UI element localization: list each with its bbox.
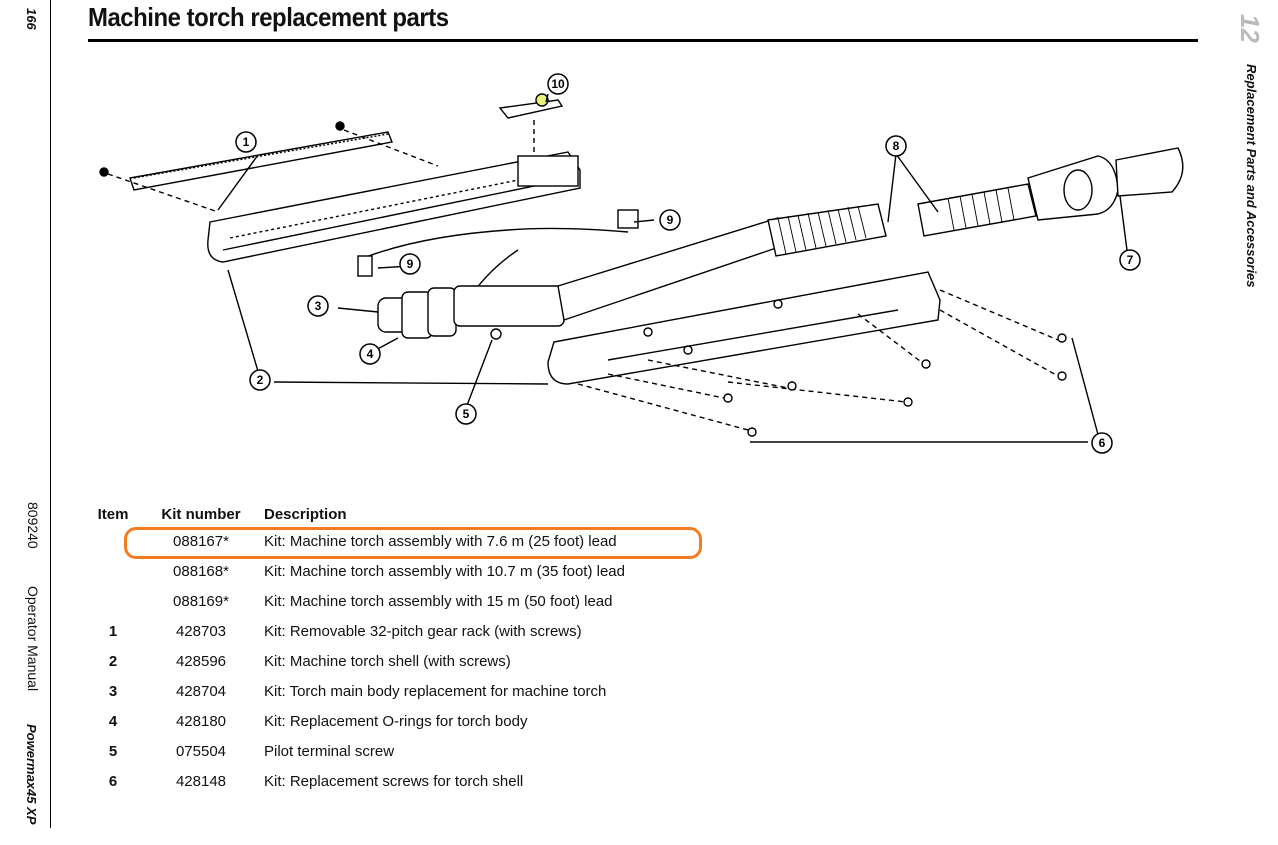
callout-5: 5 (455, 403, 477, 425)
callout-10: 10 (547, 73, 569, 95)
row-highlight-outline (124, 527, 702, 559)
row-description: Kit: Replacement screws for torch shell (264, 772, 524, 790)
torch-shell-outer-part (547, 271, 941, 385)
table-row: 5 075504 Pilot terminal screw (88, 736, 625, 766)
row-kit-number: 428180 (175, 712, 227, 730)
row-kit-number: 428703 (175, 622, 227, 640)
row-kit-number: 088167* (173, 532, 229, 550)
svg-text:3: 3 (315, 299, 322, 313)
row-item: 4 (108, 712, 118, 730)
svg-text:9: 9 (667, 213, 674, 227)
callout-9b: 9 (399, 253, 421, 275)
svg-text:7: 7 (1127, 253, 1134, 267)
document-number: 809240 (25, 502, 41, 549)
chapter-title: Replacement Parts and Accessories (1244, 64, 1259, 288)
left-margin: 166 809240 Operator Manual Powermax45 XP (0, 0, 52, 845)
table-row: 088167* Kit: Machine torch assembly with… (88, 526, 625, 556)
row-item: 2 (108, 652, 118, 670)
product-name: Powermax45 XP (24, 724, 39, 825)
callout-6: 6 (1091, 432, 1113, 454)
table-header-row: Item Kit number Description (88, 502, 625, 526)
callout-2: 2 (249, 369, 271, 391)
row-item: 3 (108, 682, 118, 700)
table-row: 2 428596 Kit: Machine torch shell (with … (88, 646, 625, 676)
row-description: Pilot terminal screw (264, 742, 395, 760)
clip-part (498, 99, 564, 119)
row-description: Kit: Machine torch assembly with 15 m (5… (264, 592, 613, 610)
table-row: 6 428148 Kit: Replacement screws for tor… (88, 766, 625, 796)
row-item (88, 556, 138, 586)
callout-9a: 9 (659, 209, 681, 231)
chapter-number: 12 (1235, 14, 1265, 43)
callout-1: 1 (235, 131, 257, 153)
row-description: Kit: Removable 32-pitch gear rack (with … (264, 622, 582, 640)
svg-text:10: 10 (551, 77, 565, 91)
table-row: 1 428703 Kit: Removable 32-pitch gear ra… (88, 616, 625, 646)
bellows-part (767, 203, 887, 257)
row-kit-number: 075504 (175, 742, 227, 760)
callout-3: 3 (307, 295, 329, 317)
svg-text:4: 4 (367, 347, 374, 361)
row-description: Kit: Torch main body replacement for mac… (264, 682, 607, 700)
svg-text:8: 8 (893, 139, 900, 153)
row-item: 1 (108, 622, 118, 640)
svg-text:6: 6 (1099, 436, 1106, 450)
header-description: Description (264, 505, 347, 523)
callout-7: 7 (1119, 249, 1141, 271)
row-kit-number: 428704 (175, 682, 227, 700)
svg-text:1: 1 (243, 135, 250, 149)
row-description: Kit: Replacement O-rings for torch body (264, 712, 528, 730)
title-rule (88, 39, 1198, 42)
callout-4: 4 (359, 343, 381, 365)
row-item: 5 (108, 742, 118, 760)
table-row: 3 428704 Kit: Torch main body replacemen… (88, 676, 625, 706)
page-title: Machine torch replacement parts (88, 2, 449, 32)
row-kit-number: 088169* (173, 592, 229, 610)
svg-text:9: 9 (407, 257, 414, 271)
page-number: 166 (24, 8, 39, 30)
row-item (88, 586, 138, 616)
row-item: 6 (108, 772, 118, 790)
table-row: 088168* Kit: Machine torch assembly with… (88, 556, 625, 586)
row-kit-number: 428148 (175, 772, 227, 790)
svg-text:5: 5 (463, 407, 470, 421)
row-kit-number: 088168* (173, 562, 229, 580)
exploded-parts-diagram: 1 2 3 4 5 6 7 8 9 9 10 (99, 73, 1184, 454)
gear-rack-part (129, 131, 393, 191)
header-kit-number: Kit number (161, 505, 241, 523)
row-description: Kit: Machine torch shell (with screws) (264, 652, 511, 670)
table-row: 4 428180 Kit: Replacement O-rings for to… (88, 706, 625, 736)
parts-table: Item Kit number Description 088167* Kit:… (88, 502, 625, 796)
manual-name: Operator Manual (25, 586, 41, 692)
row-kit-number: 428596 (175, 652, 227, 670)
header-item: Item (97, 505, 129, 523)
row-description: Kit: Machine torch assembly with 10.7 m … (264, 562, 625, 580)
table-row: 088169* Kit: Machine torch assembly with… (88, 586, 625, 616)
left-margin-rule (50, 0, 51, 828)
svg-text:2: 2 (257, 373, 264, 387)
row-description: Kit: Machine torch assembly with 7.6 m (… (264, 532, 617, 550)
callout-8: 8 (885, 135, 907, 157)
